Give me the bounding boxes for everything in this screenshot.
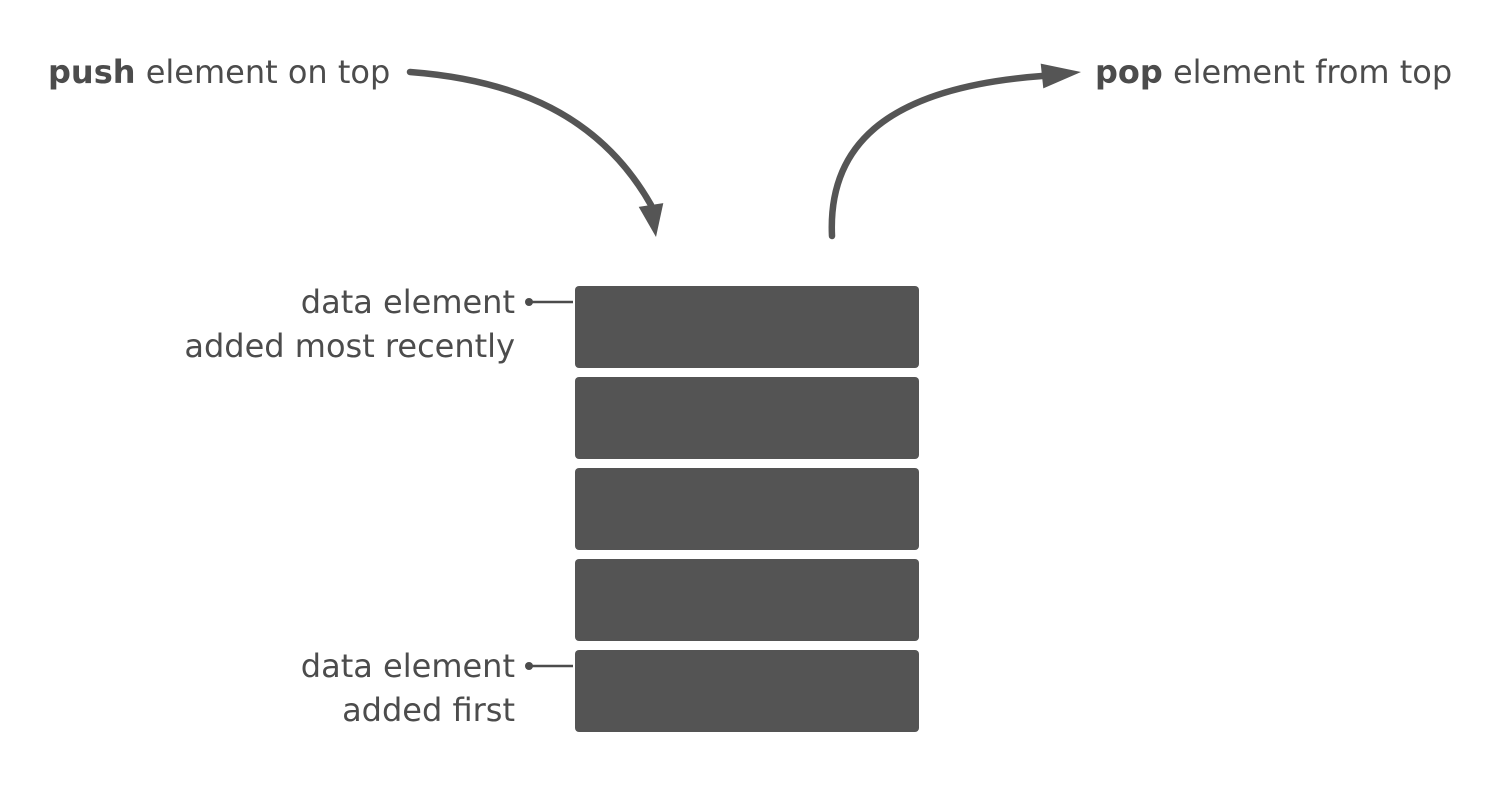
bottom-element-label-line1: data element [300, 647, 515, 685]
bottom-leader-dot [525, 662, 533, 670]
push-arrowhead-icon [638, 203, 664, 237]
stack-block-2 [575, 377, 919, 459]
top-element-label: data element added most recently [184, 280, 515, 368]
pop-keyword: pop [1095, 53, 1163, 91]
stack [575, 286, 919, 732]
stack-block-1 [575, 286, 919, 368]
pop-caption-rest: element from top [1162, 53, 1453, 91]
pop-arrow [828, 72, 1046, 240]
push-arrow [406, 68, 655, 209]
push-caption: push element on top [48, 50, 390, 94]
stack-block-3 [575, 468, 919, 550]
stack-block-5 [575, 650, 919, 732]
top-leader-dot [525, 298, 533, 306]
pop-arrowhead-icon [1040, 63, 1081, 89]
stack-block-4 [575, 559, 919, 641]
bottom-element-label: data element added first [301, 644, 515, 732]
push-caption-rest: element on top [135, 53, 391, 91]
top-element-label-line2: added most recently [184, 327, 515, 365]
push-keyword: push [48, 53, 136, 91]
top-element-label-line1: data element [300, 283, 515, 321]
bottom-element-label-line2: added first [342, 691, 515, 729]
pop-caption: pop element from top [1095, 50, 1452, 94]
